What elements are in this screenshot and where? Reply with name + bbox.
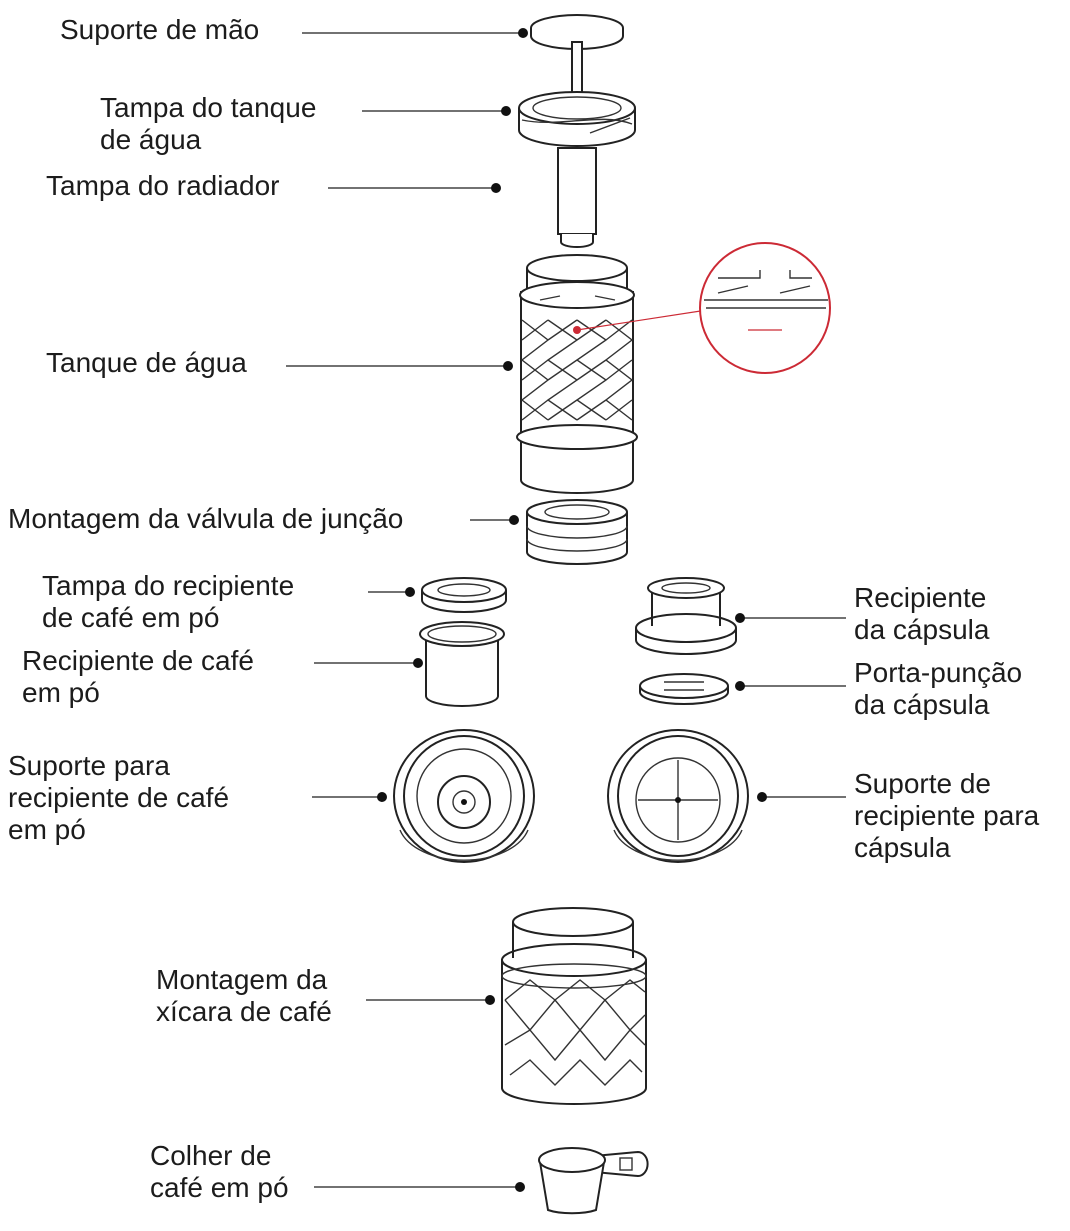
water-tank-part [516, 242, 831, 494]
label-cup-assembly: Montagem da xícara de café [156, 964, 332, 1027]
label-radiator-lid: Tampa do radiador [46, 170, 280, 201]
label-valve-assembly: Montagem da válvula de junção [8, 503, 404, 534]
capsule-container-part [635, 577, 737, 655]
label-coffee-scoop: Colher de café em pó [150, 1140, 289, 1203]
powder-lid-part [421, 577, 507, 613]
powder-holder-part [393, 729, 536, 863]
label-powder-container: Recipiente de café em pó [22, 645, 254, 708]
valve-assembly-part [526, 499, 628, 565]
capsule-holder-part [607, 729, 750, 863]
leader-lines [286, 28, 846, 1192]
label-hand-support: Suporte de mão [60, 14, 260, 45]
label-capsule-holder: Suporte de recipiente para cápsula [854, 768, 1040, 863]
hand-support-part [530, 14, 624, 95]
coffee-scoop-part [538, 1147, 649, 1215]
label-tank-lid: Tampa do tanque de água [100, 92, 317, 155]
powder-container-part [419, 621, 505, 707]
radiator-lid-part [557, 147, 597, 248]
cup-assembly-part [501, 907, 647, 1105]
capsule-punch-holder-part [639, 673, 729, 705]
tank-lid-part [518, 91, 636, 147]
label-water-tank: Tanque de água [46, 347, 247, 378]
label-capsule-container: Recipiente da cápsula [854, 582, 990, 645]
label-powder-holder: Suporte para recipiente de café em pó [8, 750, 230, 845]
label-capsule-punch-holder: Porta-punção da cápsula [854, 657, 1023, 720]
label-powder-lid: Tampa do recipiente de café em pó [42, 570, 295, 633]
